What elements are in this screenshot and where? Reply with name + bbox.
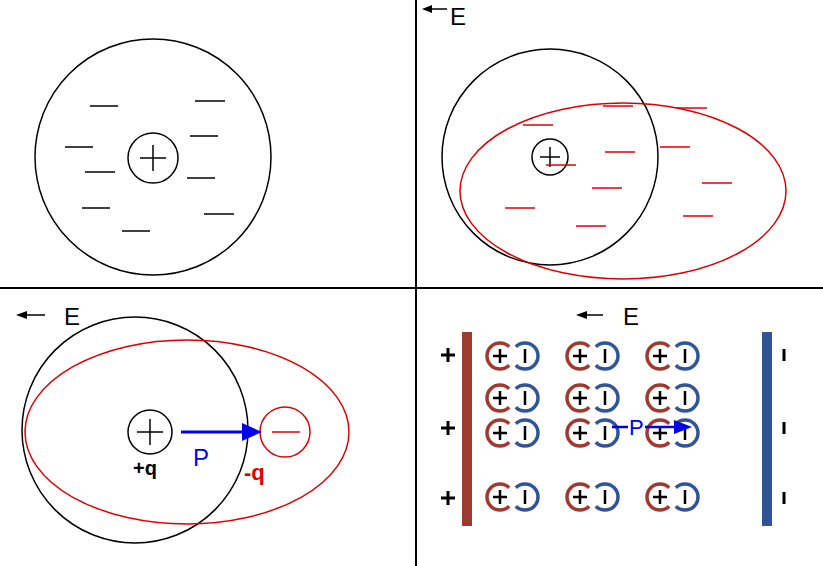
- charge-label: -q: [244, 462, 265, 484]
- polarization-label: P: [628, 417, 645, 439]
- polarization-label: P: [193, 446, 209, 470]
- charge-label: +q: [133, 458, 157, 478]
- field-label: E: [450, 5, 466, 29]
- field-label: E: [64, 305, 80, 329]
- field-label: E: [623, 305, 639, 329]
